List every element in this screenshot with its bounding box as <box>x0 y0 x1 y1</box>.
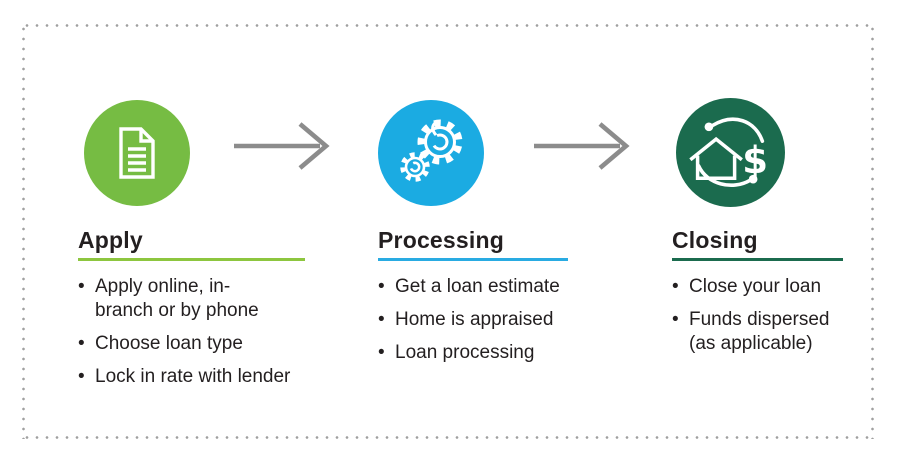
gears-icon <box>378 100 484 206</box>
bullet-text: Close your loan <box>689 275 822 297</box>
list-item: • Home is appraised <box>378 308 568 332</box>
circle-background <box>84 100 190 206</box>
bullet-marker: • <box>78 365 85 387</box>
step-section-apply: Apply • Apply online, in- branch or by p… <box>78 227 305 389</box>
bullet-marker: • <box>672 275 679 297</box>
bullet-text: Apply online, in- branch or by phone <box>95 275 259 321</box>
bullet-text: Funds dispersed (as applicable) <box>689 308 830 354</box>
step-title: Processing <box>378 227 504 253</box>
bullet-text: Loan processing <box>395 341 535 363</box>
bullet-marker: • <box>78 275 85 297</box>
closing-step-icon: $ <box>676 98 785 207</box>
house-dollar-icon: $ <box>676 98 785 207</box>
dollar-sign-glyph: $ <box>742 139 768 182</box>
list-item: • Apply online, in- branch or by phone <box>78 275 305 323</box>
bullet-text: Lock in rate with lender <box>95 365 291 387</box>
step-title: Apply <box>78 227 143 253</box>
list-item: • Close your loan <box>672 275 843 299</box>
dotted-border-right <box>871 24 874 439</box>
arrow-right-icon <box>234 122 332 170</box>
step-section-processing: Processing • Get a loan estimate • Home … <box>378 227 568 365</box>
bullet-marker: • <box>378 308 385 330</box>
apply-step-icon <box>84 100 190 206</box>
bullet-marker: • <box>378 275 385 297</box>
dotted-border-bottom <box>22 436 874 439</box>
title-underline <box>78 258 305 261</box>
step-title: Closing <box>672 227 758 253</box>
bullet-text: Home is appraised <box>395 308 554 330</box>
bullet-list: • Apply online, in- branch or by phone •… <box>78 275 305 389</box>
bullet-marker: • <box>672 308 679 330</box>
bullet-text: Choose loan type <box>95 332 243 354</box>
dotted-border-top <box>22 24 874 27</box>
title-underline <box>378 258 568 261</box>
arrow-right-icon <box>534 122 632 170</box>
dotted-border <box>22 24 874 439</box>
list-item: • Lock in rate with lender <box>78 365 305 389</box>
step-section-closing: Closing • Close your loan • Funds disper… <box>672 227 843 356</box>
list-item: • Funds dispersed (as applicable) <box>672 308 843 356</box>
dotted-border-left <box>22 24 25 439</box>
bullet-marker: • <box>78 332 85 354</box>
title-underline <box>672 258 843 261</box>
list-item: • Loan processing <box>378 341 568 365</box>
bullet-list: • Get a loan estimate • Home is appraise… <box>378 275 568 365</box>
list-item: • Get a loan estimate <box>378 275 568 299</box>
processing-step-icon <box>378 100 484 206</box>
bullet-list: • Close your loan • Funds dispersed (as … <box>672 275 843 356</box>
list-item: • Choose loan type <box>78 332 305 356</box>
document-icon <box>84 100 190 206</box>
bullet-marker: • <box>378 341 385 363</box>
bullet-text: Get a loan estimate <box>395 275 560 297</box>
